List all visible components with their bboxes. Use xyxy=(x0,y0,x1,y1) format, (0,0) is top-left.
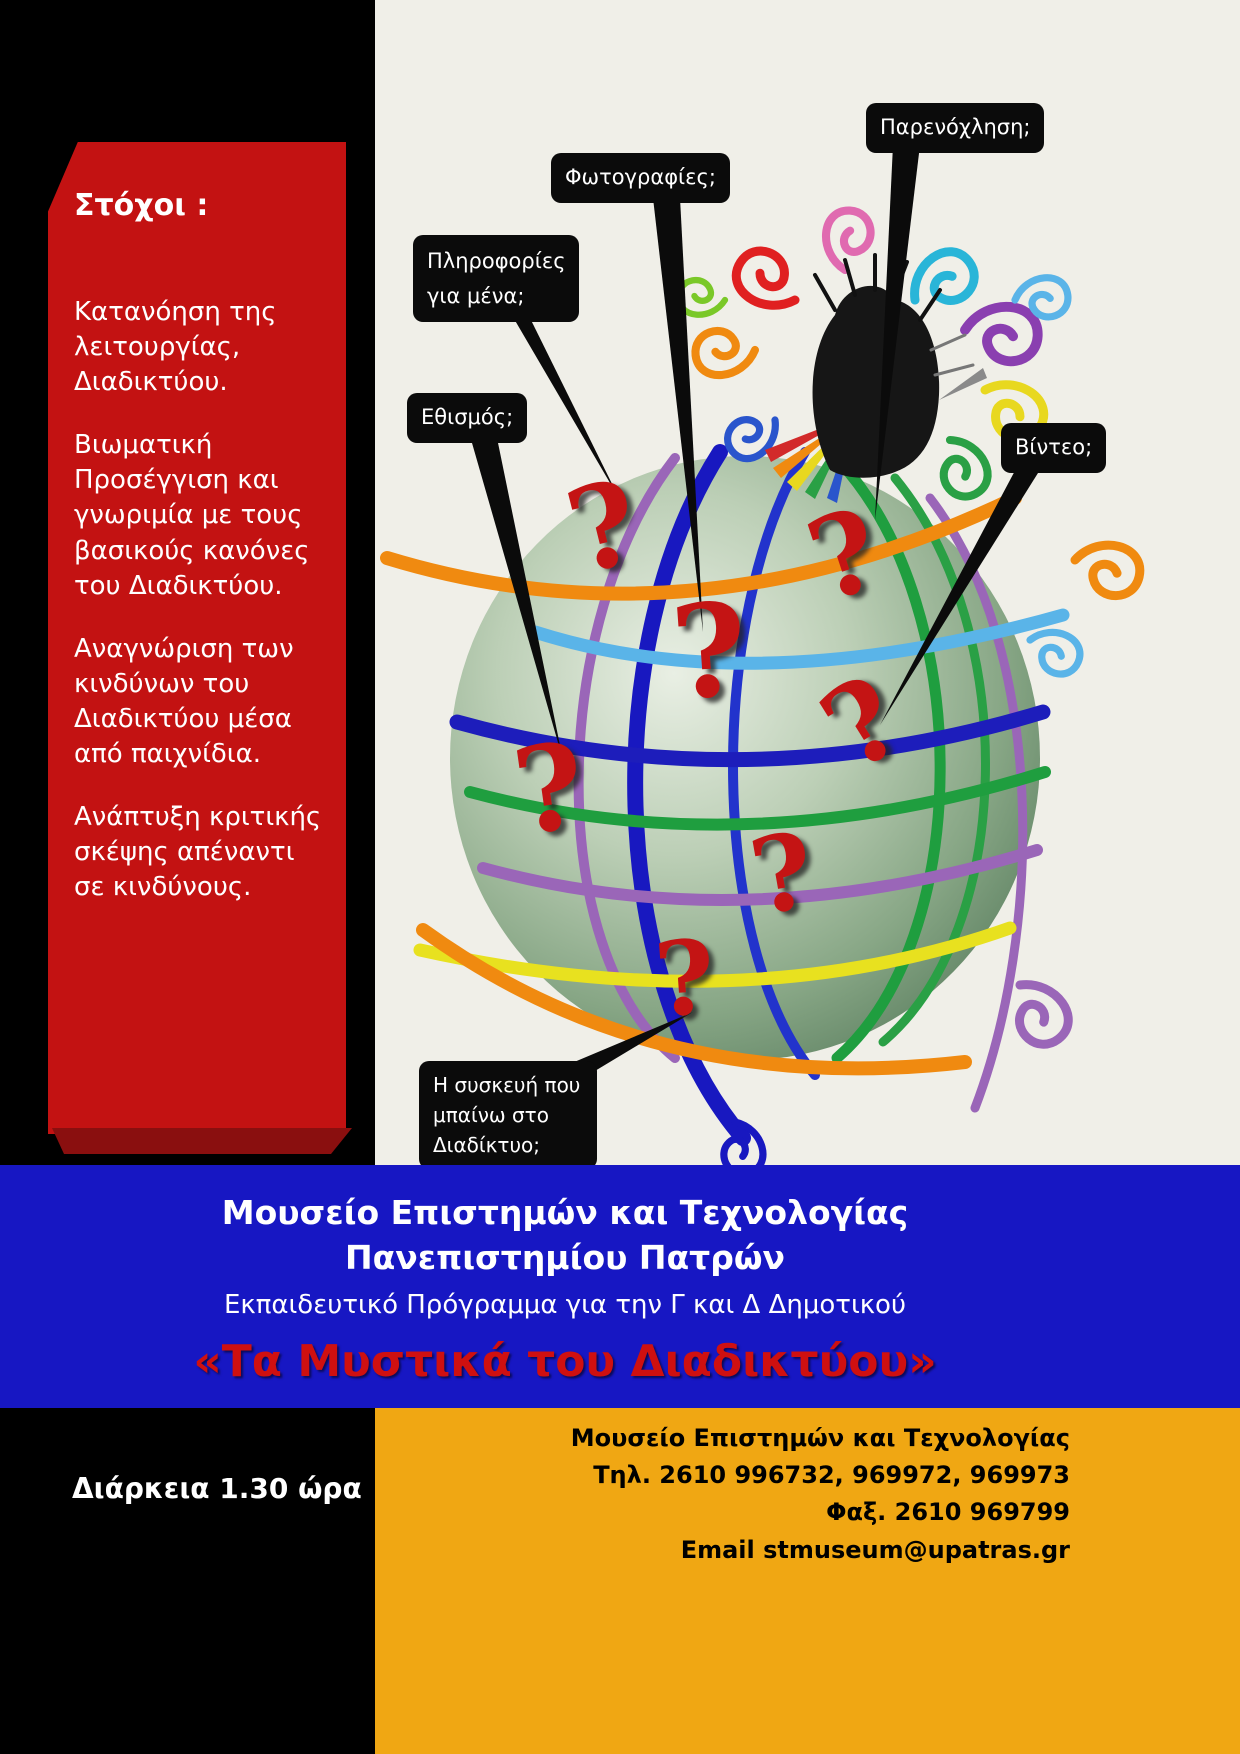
callout-personal-info: Πληροφορίες για μένα; xyxy=(413,235,579,323)
tail-harassment xyxy=(875,145,920,520)
goals-title: Στόχοι : xyxy=(74,188,209,223)
banner-university-name: Πανεπιστημίου Πατρών xyxy=(344,1237,786,1277)
goal-item: Ανάπτυξη κριτικής σκέψης απέναντι σε κιν… xyxy=(74,802,322,903)
banner-program-info: Εκπαιδευτικό Πρόγραμμα για την Γ και Δ Δ… xyxy=(223,1290,907,1321)
ribbon-blue-meridian xyxy=(627,444,751,1146)
goal-item: Κατανόηση της λειτουργίας, Διαδικτύου. xyxy=(74,297,277,398)
ribbon-green-meridian xyxy=(831,456,946,1064)
callout-harassment: Παρενόχληση; xyxy=(866,103,1045,153)
contact-panel: Μουσείο Επιστημών και Τεχνολογίας Τηλ. 2… xyxy=(375,1408,1240,1754)
tail-photos xyxy=(653,198,703,632)
museum-banner: Μουσείο Επιστημών και Τεχνολογίας Πανεπι… xyxy=(0,1165,1240,1408)
contact-email: Email stmuseum@upatras.gr xyxy=(680,1535,1070,1564)
monster-body xyxy=(812,285,940,478)
internet-monster xyxy=(676,207,1068,503)
goal-item: Βιωματική Προσέγγιση και γνωριμία με του… xyxy=(74,430,310,601)
ribbon-purple xyxy=(477,844,1043,906)
goals-panel-shadow xyxy=(52,1128,352,1154)
tail-video xyxy=(880,465,1043,725)
ribbon-green xyxy=(464,766,1051,831)
tail-addiction xyxy=(470,436,563,760)
internet-globe-illustration xyxy=(380,145,1240,1165)
ribbon-orange-bottom xyxy=(416,923,972,1076)
goal-item: Αναγνώριση των κινδύνων του Διαδικτύου μ… xyxy=(74,633,294,770)
ribbon-darkblue xyxy=(449,704,1051,768)
ribbon-yellow xyxy=(413,921,1017,988)
ribbon-blue-meridian-2 xyxy=(728,447,820,1080)
contact-fax: Φαξ. 2610 969799 xyxy=(826,1498,1070,1527)
ribbon-purple-meridian xyxy=(573,453,680,1063)
goals-text: Στόχοι : Κατανόηση της λειτουργίας, Διαδ… xyxy=(74,188,324,933)
contact-phone: Τηλ. 2610 996732, 969972, 969973 xyxy=(593,1461,1070,1490)
globe xyxy=(380,444,1147,1165)
contact-museum-name: Μουσείο Επιστημών και Τεχνολογίας xyxy=(570,1424,1070,1452)
question-mark: ? xyxy=(650,917,719,1041)
ribbon-green-meridian-2 xyxy=(878,473,990,1047)
ribbon-lightblue xyxy=(528,608,1070,670)
goals-panel: Στόχοι : Κατανόηση της λειτουργίας, Διαδ… xyxy=(48,142,346,1134)
callout-video: Βίντεο; xyxy=(1001,423,1107,473)
question-mark: ? xyxy=(666,574,753,730)
tail-personal-info xyxy=(503,300,620,500)
duration-text: Διάρκεια 1.30 ώρα xyxy=(72,1472,362,1505)
banner-text-block: Μουσείο Επιστημών και Τεχνολογίας Πανεπι… xyxy=(0,1165,1240,1387)
globe-latitudes xyxy=(380,491,1070,1076)
ribbon-orange-top xyxy=(380,491,1022,601)
contact-block: Μουσείο Επιστημών και Τεχνολογίας Τηλ. 2… xyxy=(375,1408,1240,1569)
callout-photos: Φωτογραφίες; xyxy=(551,153,730,203)
program-title: «Τα Μυστικά του Διαδικτύου» xyxy=(193,1336,937,1388)
callout-addiction: Εθισμός; xyxy=(407,393,528,443)
callout-device: Η συσκευή που μπαίνω στο Διαδίκτυο; xyxy=(419,1061,597,1169)
banner-museum-name: Μουσείο Επιστημών και Τεχνολογίας xyxy=(221,1193,909,1232)
